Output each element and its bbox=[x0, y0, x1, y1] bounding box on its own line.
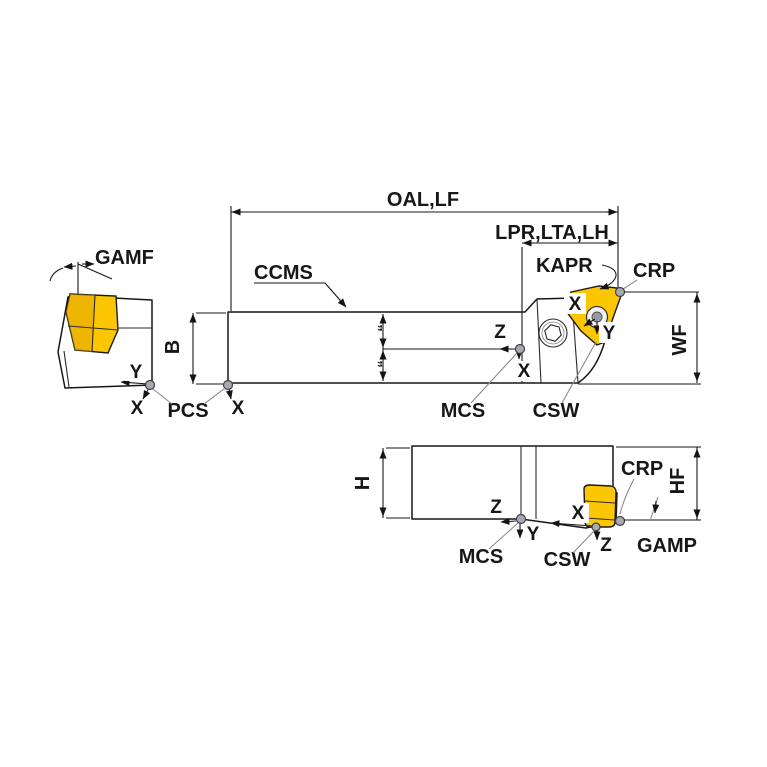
csw-x-label-bg-side bbox=[568, 503, 589, 523]
side-z-axis-arrow bbox=[500, 517, 517, 525]
csw-leader-top bbox=[561, 341, 597, 404]
main-pcs-x-arrow bbox=[225, 388, 233, 400]
top-z-label-bg bbox=[489, 321, 512, 342]
csw-z-label-side: Z bbox=[600, 535, 612, 556]
crp-label-top: CRP bbox=[633, 260, 675, 282]
front-y-axis-arrow bbox=[120, 379, 149, 387]
kapr-label: KAPR bbox=[536, 255, 593, 277]
csw-x-label-top: X bbox=[569, 294, 582, 315]
gamf-arrow-left bbox=[63, 262, 77, 270]
side-z-label-bg bbox=[485, 496, 508, 517]
pcs-point-main bbox=[222, 379, 234, 391]
wf-label: WF bbox=[669, 324, 691, 355]
lpr-label: LPR,LTA,LH bbox=[495, 222, 609, 244]
oal-label: OAL,LF bbox=[387, 189, 459, 211]
front-y-label: Y bbox=[130, 362, 143, 383]
side-insert-line-2 bbox=[585, 517, 616, 521]
csw-leader-side bbox=[572, 530, 595, 554]
gamf-tilt-line bbox=[77, 263, 113, 280]
crp-point-side bbox=[614, 515, 626, 527]
csw-x-label-side: X bbox=[572, 503, 585, 524]
front-y-label-bg bbox=[125, 361, 147, 381]
ditto-mark-upper: ” bbox=[368, 324, 385, 332]
pcs-point-front bbox=[144, 379, 156, 391]
top-x-label-bg bbox=[513, 361, 535, 381]
mcs-label-top: MCS bbox=[441, 400, 485, 422]
top-x-label: X bbox=[518, 361, 531, 382]
clamp-screw-bore-inner bbox=[541, 321, 565, 345]
gamp-arrow bbox=[652, 500, 660, 514]
side-y-label-bg bbox=[523, 524, 544, 544]
top-z-label: Z bbox=[494, 322, 506, 343]
gamf-arc bbox=[49, 267, 64, 282]
pcs-leader-right bbox=[203, 387, 226, 405]
csw-x-label-bg-top bbox=[564, 293, 586, 314]
crp-point-top bbox=[614, 286, 626, 298]
front-body bbox=[57, 295, 153, 389]
h-label: H bbox=[352, 476, 374, 490]
gamp-tilt-line bbox=[649, 496, 659, 522]
ccms-leader-arrow bbox=[324, 282, 347, 308]
side-insert-line-1 bbox=[584, 500, 616, 504]
front-insert-facet-line-v bbox=[91, 294, 96, 353]
front-x-label: X bbox=[131, 398, 144, 419]
ditto-mark-lower: ” bbox=[368, 360, 385, 368]
gamp-label: GAMP bbox=[637, 535, 697, 557]
front-view: GAMF Y X bbox=[49, 247, 156, 419]
mcs-leader-top bbox=[470, 352, 518, 404]
ccms-label: CCMS bbox=[254, 262, 313, 284]
mcs-point-side bbox=[515, 513, 527, 525]
front-x-axis-arrow bbox=[142, 387, 151, 400]
csw-point-side bbox=[591, 522, 601, 532]
pcs-leader-left bbox=[152, 388, 173, 405]
gamf-label: GAMF bbox=[95, 247, 154, 269]
front-body-edge-line bbox=[63, 350, 70, 388]
side-y-label: Y bbox=[527, 524, 540, 545]
top-head-chamfer-line bbox=[536, 298, 542, 384]
csw-label-top: CSW bbox=[533, 400, 580, 422]
clamp-screw-bore bbox=[538, 318, 568, 348]
csw-y-label-top: Y bbox=[603, 323, 616, 344]
kapr-arc-arrow bbox=[599, 264, 617, 290]
hf-label: HF bbox=[667, 468, 689, 495]
crp-leader-side bbox=[619, 478, 635, 515]
crp-label-side: CRP bbox=[621, 458, 663, 480]
b-label: B bbox=[162, 340, 184, 354]
mcs-point-top bbox=[514, 343, 526, 355]
front-insert-shadow-facet bbox=[66, 294, 95, 352]
csw-label-side: CSW bbox=[544, 549, 591, 571]
hex-socket-icon bbox=[544, 324, 562, 342]
mcs-leader-side bbox=[488, 522, 519, 550]
mcs-label-side: MCS bbox=[459, 546, 503, 568]
side-view: H HF CRP GAMP Z Y MCS X Z CSW bbox=[352, 445, 701, 571]
csw-y-label-bg-top bbox=[599, 322, 620, 343]
csw-x-axis-arrow-side bbox=[550, 520, 593, 528]
front-insert-facet-line-h bbox=[67, 325, 119, 331]
side-z-label: Z bbox=[490, 497, 502, 518]
pcs-label: PCS bbox=[167, 400, 208, 422]
crp-leader-top bbox=[622, 279, 638, 290]
top-view: OAL,LF LPR,LTA,LH KAPR CCMS B ” ” Z bbox=[152, 189, 701, 422]
main-pcs-x-label: X bbox=[232, 398, 245, 419]
csw-x-axis-arrow-top bbox=[583, 318, 596, 327]
